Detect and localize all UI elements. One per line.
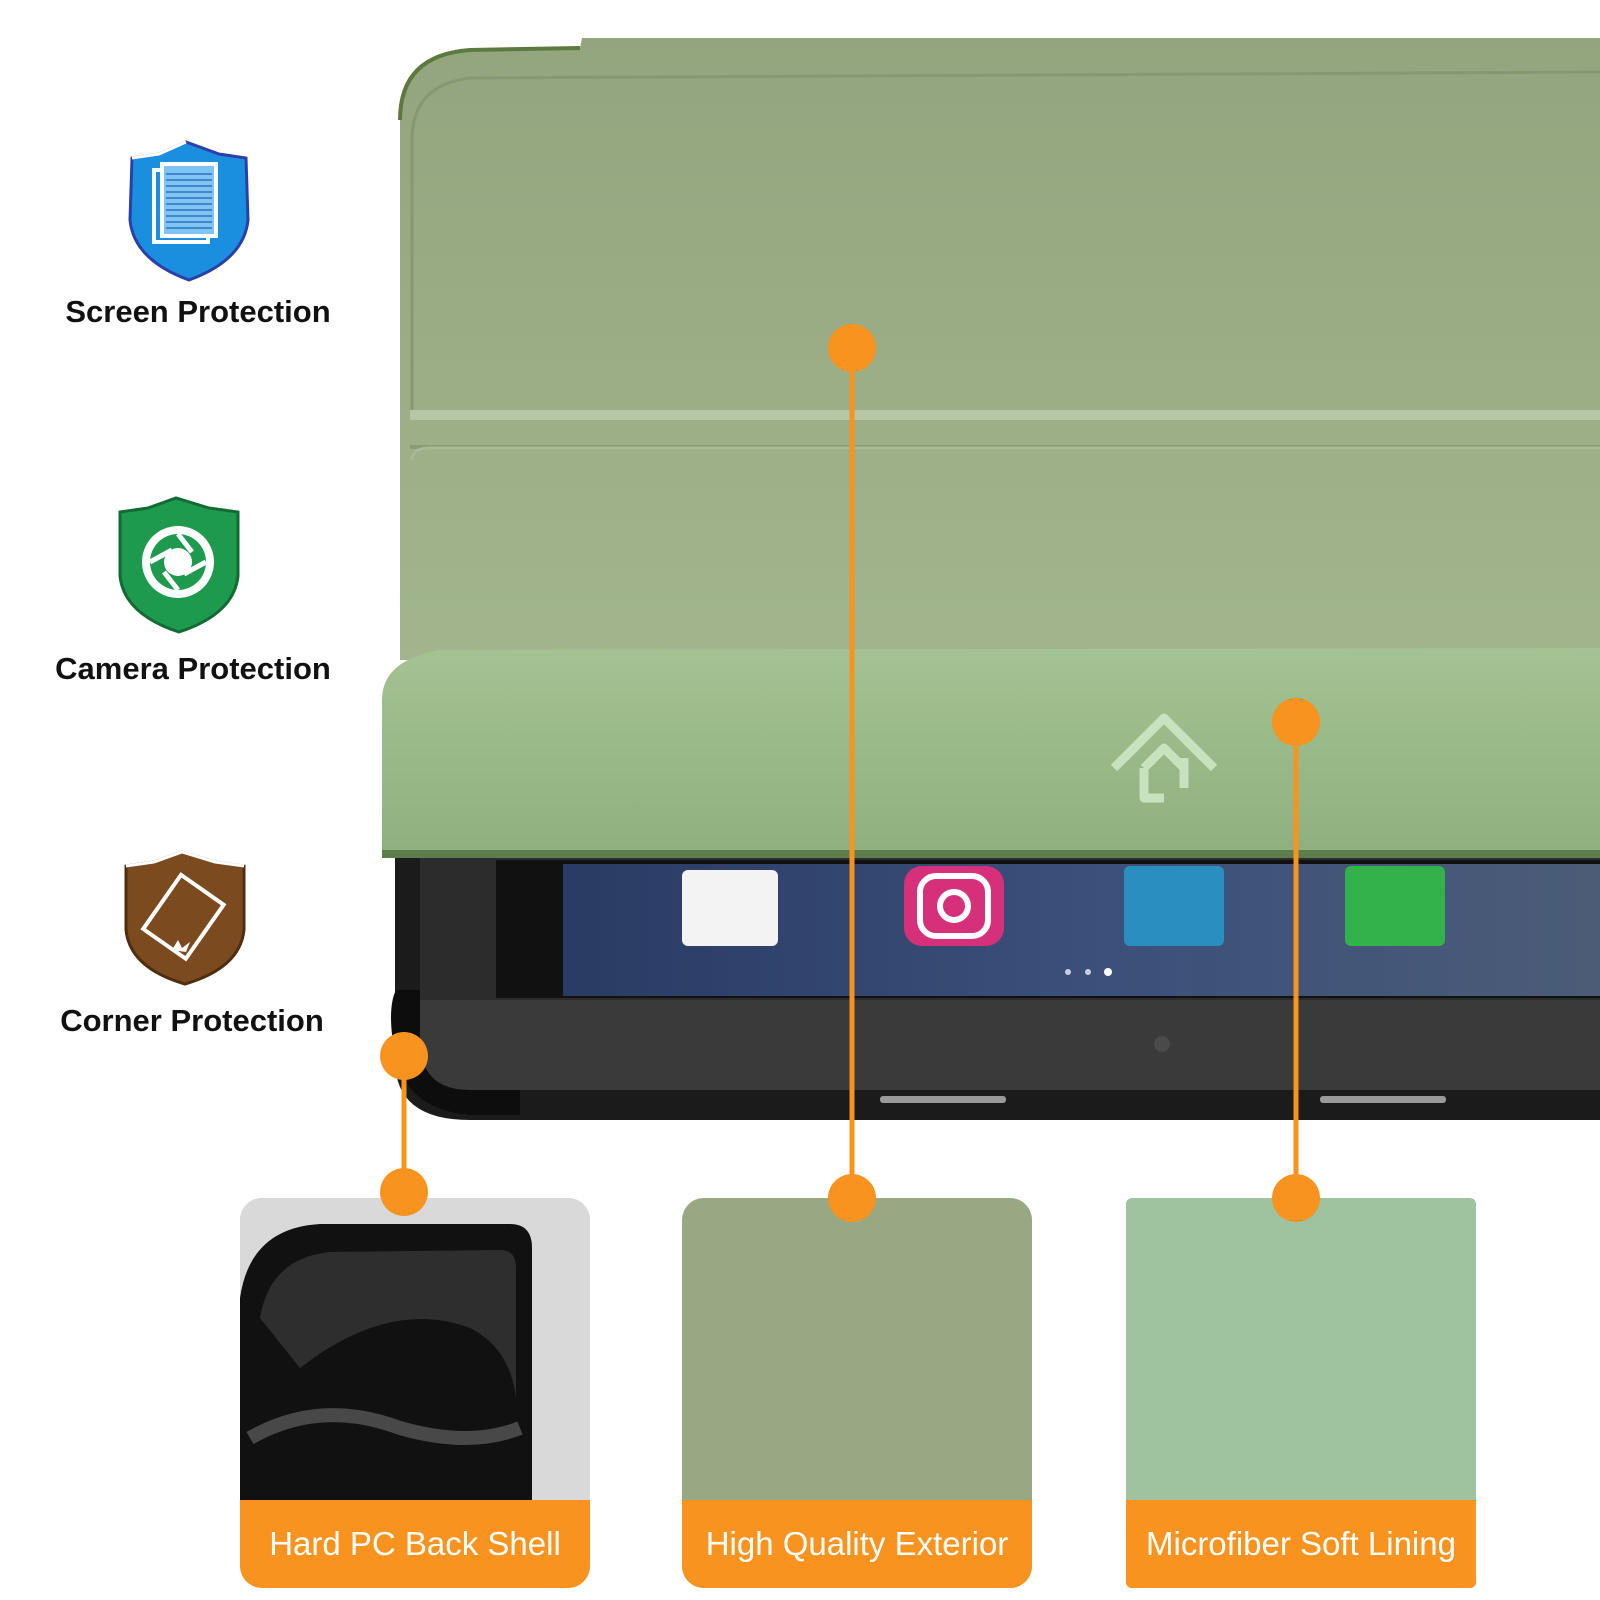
camera-shield-icon (118, 496, 240, 634)
tile-hard-shell: Hard PC Back Shell (240, 1198, 590, 1588)
callout-dot-exterior (828, 324, 876, 372)
screen-shield-icon (128, 140, 250, 282)
callout-dot-lining (1272, 698, 1320, 746)
tile-exterior: High Quality Exterior (682, 1198, 1032, 1588)
feature-label-corner: Corner Protection (60, 1003, 324, 1038)
brand-logo (1110, 713, 1218, 803)
tile-caption-hard-shell: Hard PC Back Shell (240, 1500, 590, 1588)
callout-dot-tile-hard-shell (380, 1168, 428, 1216)
tile-callout-dots (380, 1168, 1320, 1222)
tile-lining: Microfiber Soft Lining (1126, 1198, 1476, 1588)
callout-dot-corner (380, 1032, 428, 1080)
callout-dot-tile-exterior (828, 1174, 876, 1222)
callout-dot-tile-lining (1272, 1174, 1320, 1222)
feature-label-screen: Screen Protection (65, 294, 331, 329)
tile-caption-lining: Microfiber Soft Lining (1126, 1500, 1476, 1588)
feature-label-camera: Camera Protection (55, 651, 331, 686)
hard-shell-closeup (240, 1198, 590, 1500)
corner-shield-icon (124, 850, 246, 986)
tile-caption-exterior: High Quality Exterior (682, 1500, 1032, 1588)
